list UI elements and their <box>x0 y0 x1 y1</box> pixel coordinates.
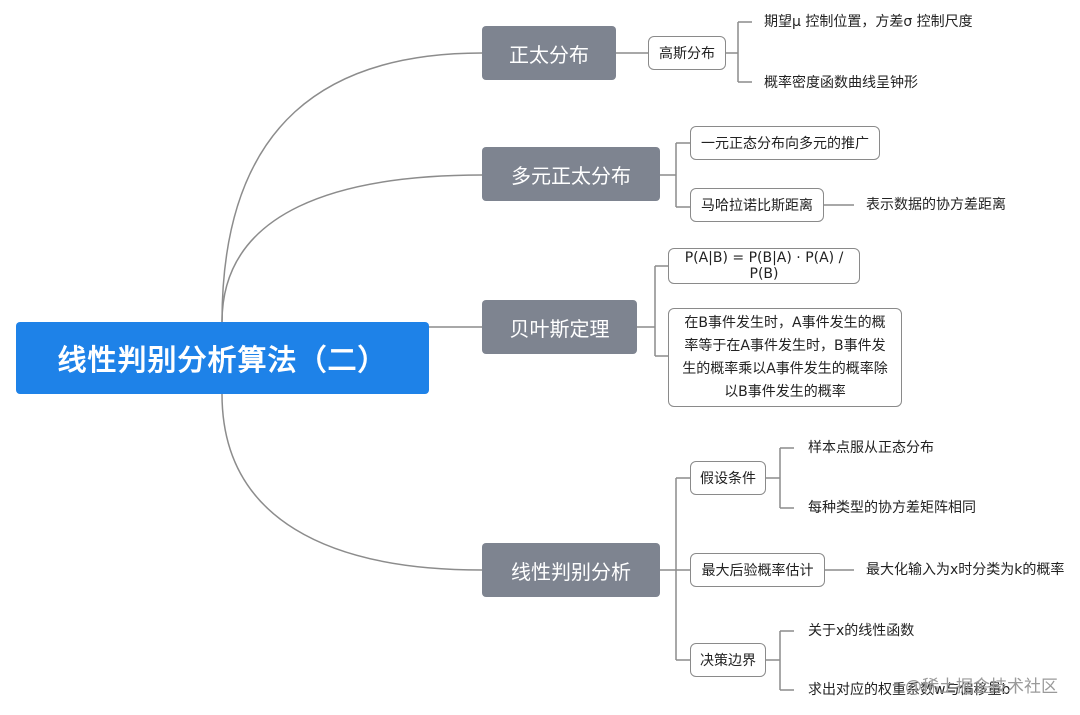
subtopic-generalization[interactable]: 一元正态分布向多元的推广 <box>690 126 880 160</box>
watermark-text: @稀土掘金技术社区 <box>905 677 1058 697</box>
connector-root-normal <box>221 52 483 323</box>
topic-multivariate-normal[interactable]: 多元正太分布 <box>482 147 660 201</box>
leaf-maximize-probability: 最大化输入为x时分类为k的概率 <box>866 562 1065 578</box>
leaf-bell-curve: 概率密度函数曲线呈钟形 <box>764 75 918 91</box>
subtopic-mahalanobis[interactable]: 马哈拉诺比斯距离 <box>690 188 824 222</box>
subtopic-gaussian[interactable]: 高斯分布 <box>648 36 726 70</box>
subtopic-assumptions[interactable]: 假设条件 <box>690 461 766 495</box>
subtopic-decision-boundary[interactable]: 决策边界 <box>690 643 766 677</box>
leaf-same-covariance: 每种类型的协方差矩阵相同 <box>808 500 976 516</box>
topic-normal-distribution[interactable]: 正太分布 <box>482 26 616 80</box>
topic-lda[interactable]: 线性判别分析 <box>482 543 660 597</box>
leaf-covariance-distance: 表示数据的协方差距离 <box>866 197 1006 213</box>
leaf-gaussian-params: 期望μ 控制位置，方差σ 控制尺度 <box>764 14 973 30</box>
leaf-normal-samples: 样本点服从正态分布 <box>808 440 934 456</box>
topic-bayes-theorem[interactable]: 贝叶斯定理 <box>482 300 637 354</box>
subtopic-bayes-explanation[interactable]: 在B事件发生时，A事件发生的概率等于在A事件发生时，B事件发生的概率乘以A事件发… <box>668 308 902 407</box>
leaf-weights-bias: 求出对应的权重系数w与偏移量b <box>808 682 1011 698</box>
root-topic[interactable]: 线性判别分析算法（二） <box>16 322 429 394</box>
subtopic-map-estimation[interactable]: 最大后验概率估计 <box>690 553 825 587</box>
subtopic-bayes-formula[interactable]: P(A|B) = P(B|A) · P(A) / P(B) <box>668 248 860 284</box>
connector-root-multivariate <box>221 174 483 323</box>
leaf-linear-function: 关于x的线性函数 <box>808 623 915 639</box>
connector-root-lda <box>221 393 483 571</box>
